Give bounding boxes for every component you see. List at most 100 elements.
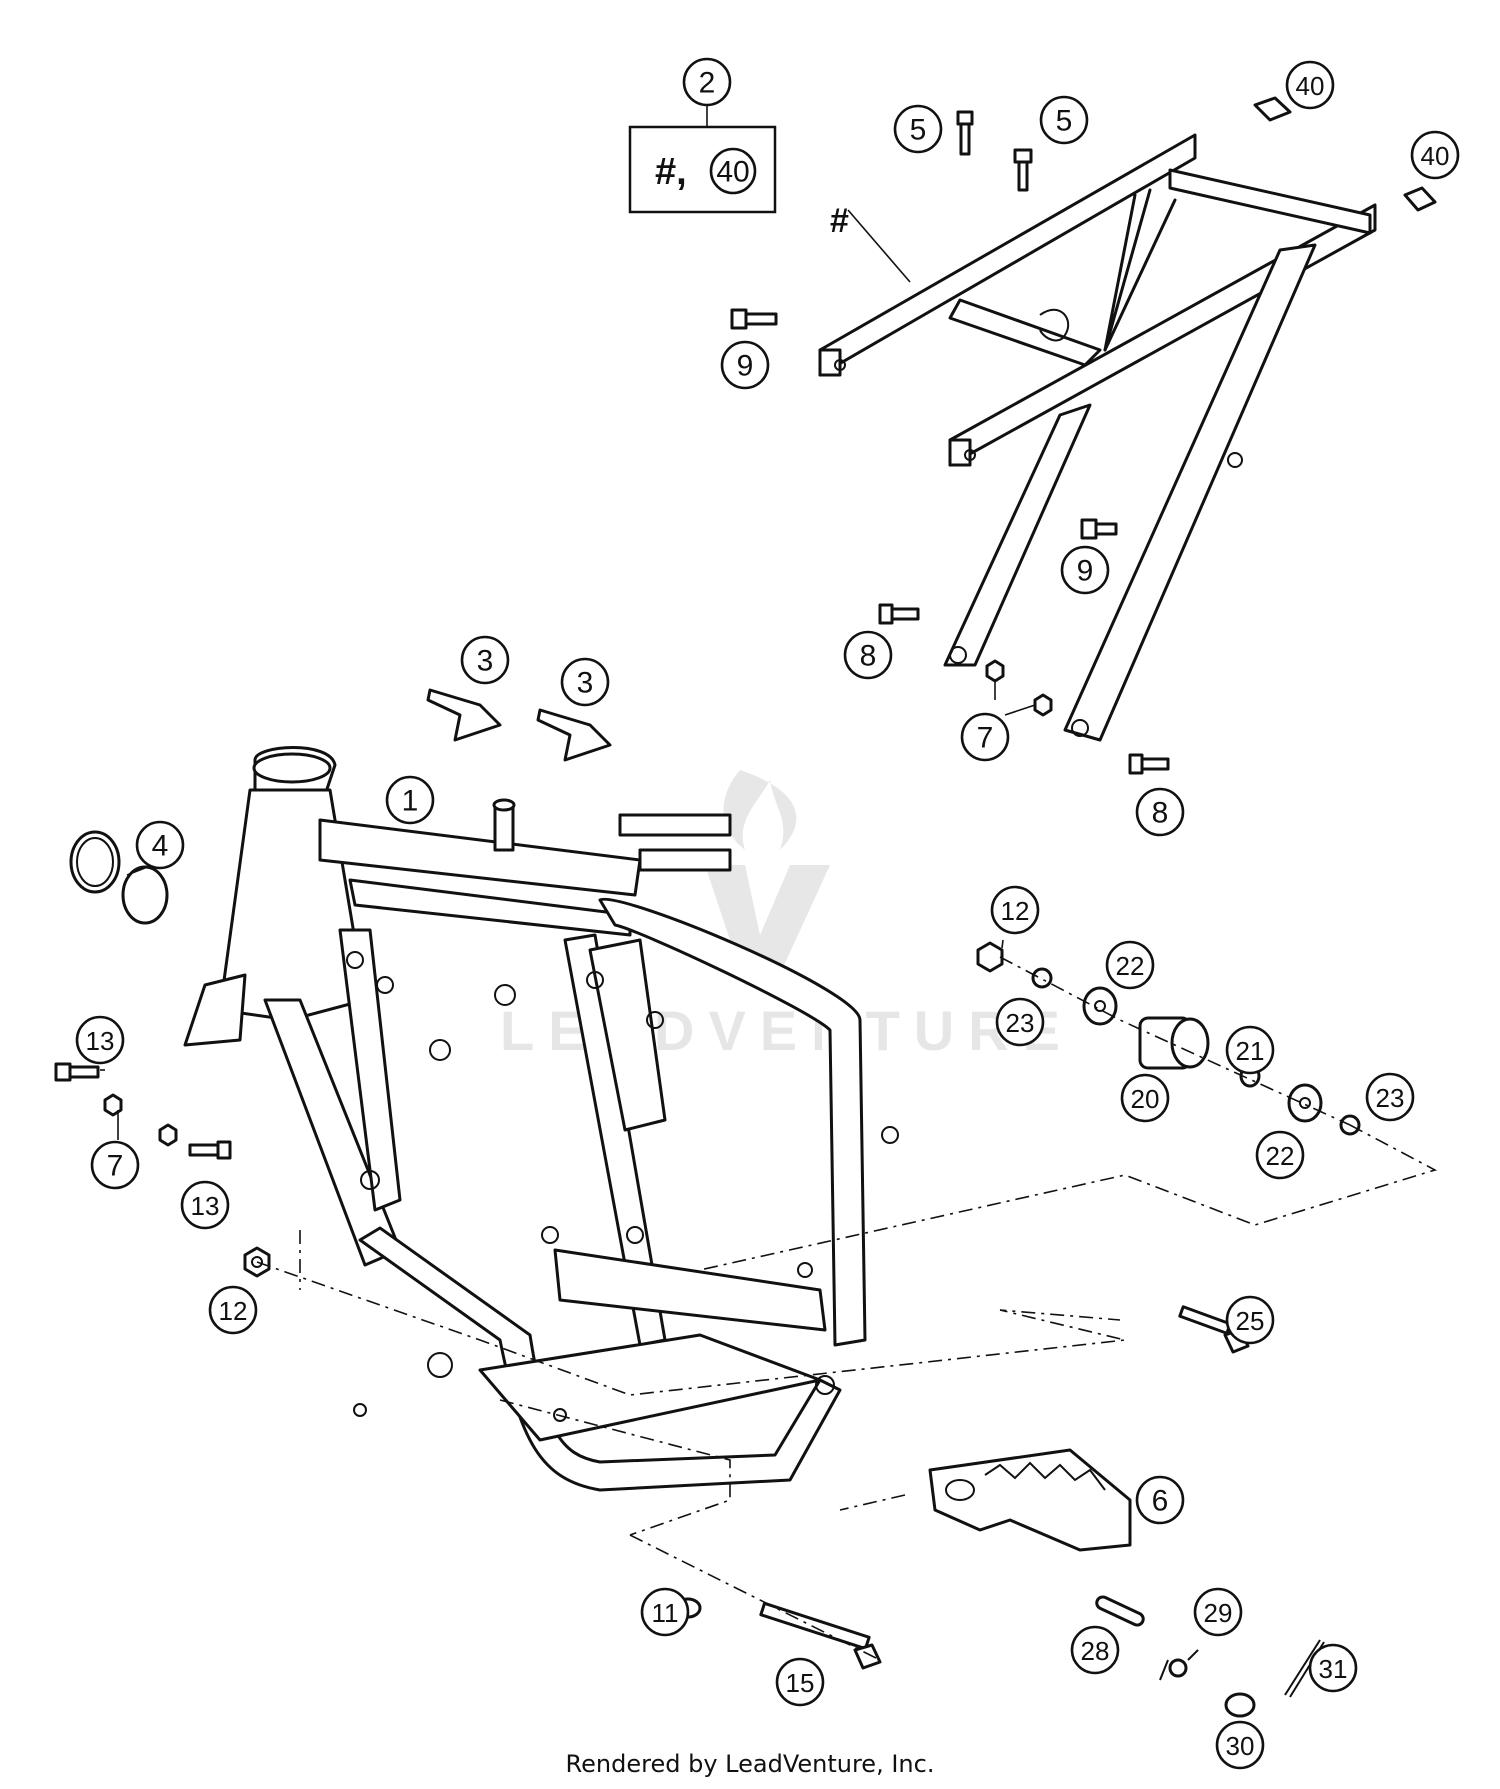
callout-12b: 12 [208,1285,258,1335]
svg-text:7: 7 [107,1150,124,1183]
svg-text:8: 8 [860,640,877,673]
cap-40a-shape [1253,96,1292,122]
callout-1: 1 [385,775,435,825]
svg-text:3: 3 [477,645,494,678]
svg-text:12: 12 [219,1296,248,1326]
callout-7b: 7 [90,1140,140,1190]
cap-4-shape [69,830,169,925]
hash-leader-line [847,209,911,283]
screw-5a-shape [956,110,974,156]
svg-text:7: 7 [977,722,994,755]
subassembly-box-hash: #, [655,151,687,193]
svg-text:22: 22 [1116,951,1145,981]
nuts-7a-shape [985,659,1053,717]
footer-credit: Rendered by LeadVenture, Inc. [565,1750,935,1778]
svg-text:3: 3 [577,667,594,700]
bolt-13b-shape [188,1140,232,1160]
washer-30-shape [1224,1692,1256,1718]
callout-11: 11 [640,1587,690,1637]
callout-28: 28 [1070,1625,1120,1675]
spacer-22a-shape [1082,986,1118,1026]
svg-text:8: 8 [1152,797,1169,830]
spring-29-shape [1159,1649,1199,1681]
nut-7b-shape [103,1093,178,1147]
roller-20-shape [1138,1016,1210,1070]
subframe-hash-label: # [830,202,849,240]
pin-28-shape [1095,1595,1145,1627]
callout-4: 4 [135,820,185,870]
svg-text:13: 13 [191,1191,220,1221]
callout-40a: 40 [1285,60,1335,110]
svg-text:13: 13 [86,1026,115,1056]
bolt-8a-shape [878,603,920,625]
rear-subframe [818,133,1377,742]
bolt-9b-shape [1080,518,1118,540]
callout-3b: 3 [560,657,610,707]
svg-text:40: 40 [1296,71,1325,101]
washer-23a-shape [1031,967,1053,989]
svg-text:40: 40 [716,156,749,189]
svg-text:23: 23 [1376,1083,1405,1113]
callout-3a: 3 [460,635,510,685]
callout-31: 31 [1308,1643,1358,1693]
callout-30: 30 [1215,1720,1265,1770]
svg-text:40: 40 [1421,141,1450,171]
callout-23b: 23 [1365,1072,1415,1122]
callout-5a: 5 [893,104,943,154]
callout-40b: 40 [1410,130,1460,180]
svg-text:22: 22 [1266,1141,1295,1171]
cap-40b-shape [1403,186,1437,212]
subassembly-box [628,125,777,214]
main-frame [183,746,899,1492]
callout-6: 6 [1135,1475,1185,1525]
callout-8a: 8 [843,630,893,680]
callout-22a: 22 [1105,940,1155,990]
svg-text:4: 4 [152,830,169,863]
callout-5b: 5 [1039,95,1089,145]
callout-22b: 22 [1255,1130,1305,1180]
svg-text:9: 9 [737,350,754,383]
svg-text:2: 2 [699,67,716,100]
assembly-lines [256,956,1438,1661]
subassembly-box-callout: 40 [709,147,757,195]
callout-2: 2 [682,57,732,107]
svg-text:5: 5 [1056,105,1073,138]
svg-text:28: 28 [1081,1636,1110,1666]
callout-7a: 7 [960,712,1010,762]
callout-12a: 12 [990,885,1040,935]
callout-21: 21 [1225,1025,1275,1075]
callout-8b: 8 [1135,787,1185,837]
bolt-15-shape [759,1601,882,1670]
callout-29: 29 [1193,1587,1243,1637]
screw-5b-shape [1013,148,1033,192]
decal-3a-shape [426,688,502,742]
svg-text:31: 31 [1319,1654,1348,1684]
callout-9a: 9 [720,340,770,390]
svg-text:11: 11 [652,1598,679,1628]
svg-text:15: 15 [786,1668,815,1698]
svg-text:6: 6 [1152,1485,1169,1518]
callout-15: 15 [775,1657,825,1707]
svg-text:23: 23 [1006,1008,1035,1038]
callout-20: 20 [1120,1073,1170,1123]
svg-text:1: 1 [402,785,419,818]
svg-text:9: 9 [1077,555,1094,588]
leader-lines [100,867,1004,1140]
svg-text:12: 12 [1001,896,1030,926]
svg-text:25: 25 [1236,1306,1265,1336]
callout-23a: 23 [995,997,1045,1047]
svg-text:20: 20 [1131,1084,1160,1114]
spacer-22b-shape [1287,1083,1323,1123]
svg-text:29: 29 [1204,1598,1233,1628]
callout-25: 25 [1225,1295,1275,1345]
bolt-9a-shape [730,308,778,330]
callout-13a: 13 [75,1015,125,1065]
svg-text:5: 5 [910,114,927,147]
bolt-8b-shape [1128,753,1170,775]
footpeg-6-shape [928,1448,1132,1552]
callout-13b: 13 [180,1180,230,1230]
svg-text:30: 30 [1226,1731,1255,1761]
svg-text:21: 21 [1236,1036,1265,1066]
nut-12a-shape [976,941,1004,973]
